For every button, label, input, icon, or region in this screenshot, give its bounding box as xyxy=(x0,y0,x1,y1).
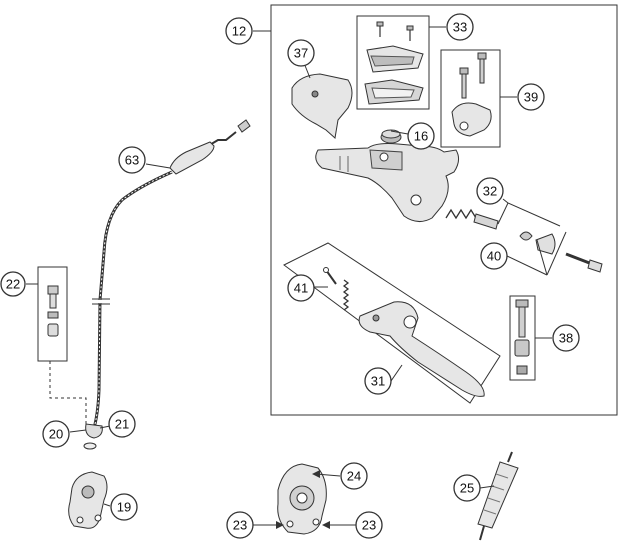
leader-32c xyxy=(497,202,509,225)
svg-text:22: 22 xyxy=(6,277,20,292)
lever-subframe xyxy=(283,242,501,404)
lever-parts xyxy=(323,267,485,397)
subframe-22 xyxy=(37,266,68,362)
svg-text:16: 16 xyxy=(414,129,428,144)
callout-12: 12 xyxy=(225,17,253,45)
reservoir-cap xyxy=(364,21,424,105)
assembly-frame xyxy=(270,4,618,416)
callout-25: 25 xyxy=(453,474,481,502)
svg-text:41: 41 xyxy=(294,281,308,296)
svg-text:19: 19 xyxy=(117,500,131,515)
svg-text:40: 40 xyxy=(487,249,501,264)
subframe-39 xyxy=(440,49,501,148)
dashed-assembly-line xyxy=(49,361,87,424)
callout-21: 21 xyxy=(108,410,136,438)
leader-32b xyxy=(507,202,561,227)
svg-text:20: 20 xyxy=(49,427,63,442)
svg-text:23: 23 xyxy=(233,518,247,533)
svg-text:25: 25 xyxy=(460,481,474,496)
clutch-cable xyxy=(85,119,251,439)
leader-25 xyxy=(479,485,495,489)
leader-40b xyxy=(546,231,567,276)
arrow-24 xyxy=(312,470,320,478)
svg-text:24: 24 xyxy=(347,469,361,484)
leader-40c xyxy=(536,239,548,276)
callout-20: 20 xyxy=(42,420,70,448)
svg-text:32: 32 xyxy=(483,184,497,199)
callout-23-left: 23 xyxy=(226,511,254,539)
part-19-slave-cylinder xyxy=(68,471,108,529)
callout-41: 41 xyxy=(287,274,315,302)
clamp-bolts xyxy=(451,52,492,137)
subframe-33 xyxy=(356,15,430,110)
washer-20 xyxy=(83,442,97,450)
leader-16 xyxy=(390,130,409,135)
callout-16: 16 xyxy=(407,122,435,150)
svg-text:63: 63 xyxy=(125,153,139,168)
callout-33: 33 xyxy=(446,13,474,41)
svg-text:39: 39 xyxy=(524,90,538,105)
svg-text:33: 33 xyxy=(453,20,467,35)
piston-assembly xyxy=(445,208,603,273)
svg-text:21: 21 xyxy=(115,417,129,432)
callout-39: 39 xyxy=(517,83,545,111)
svg-text:37: 37 xyxy=(294,46,308,61)
arrow-23b xyxy=(322,521,330,529)
leader-31 xyxy=(390,364,403,382)
callout-19: 19 xyxy=(110,493,138,521)
callout-24: 24 xyxy=(340,462,368,490)
svg-text:23: 23 xyxy=(362,518,376,533)
leader-20 xyxy=(69,429,87,433)
banjo-fittings xyxy=(47,285,59,337)
arrow-23a xyxy=(276,521,284,529)
leader-21 xyxy=(99,425,111,429)
leader-19 xyxy=(103,503,111,507)
pivot-bolt xyxy=(514,299,530,375)
svg-text:12: 12 xyxy=(232,24,246,39)
master-cylinder-body xyxy=(315,143,460,222)
leader-63 xyxy=(145,163,171,169)
svg-text:31: 31 xyxy=(371,374,385,389)
callout-22: 22 xyxy=(0,271,26,297)
part-23-24-slave-cylinder xyxy=(277,463,327,535)
callout-63: 63 xyxy=(118,146,146,174)
callout-38: 38 xyxy=(552,324,580,352)
callout-37: 37 xyxy=(287,39,315,67)
callout-32: 32 xyxy=(476,177,504,205)
callout-31: 31 xyxy=(364,367,392,395)
leader-40a xyxy=(506,255,548,276)
part-25-syringe xyxy=(477,451,519,541)
leader-32a xyxy=(502,198,509,204)
callout-40: 40 xyxy=(480,242,508,270)
callout-23-right: 23 xyxy=(355,511,383,539)
part-37-cover xyxy=(291,73,353,139)
svg-text:38: 38 xyxy=(559,331,573,346)
